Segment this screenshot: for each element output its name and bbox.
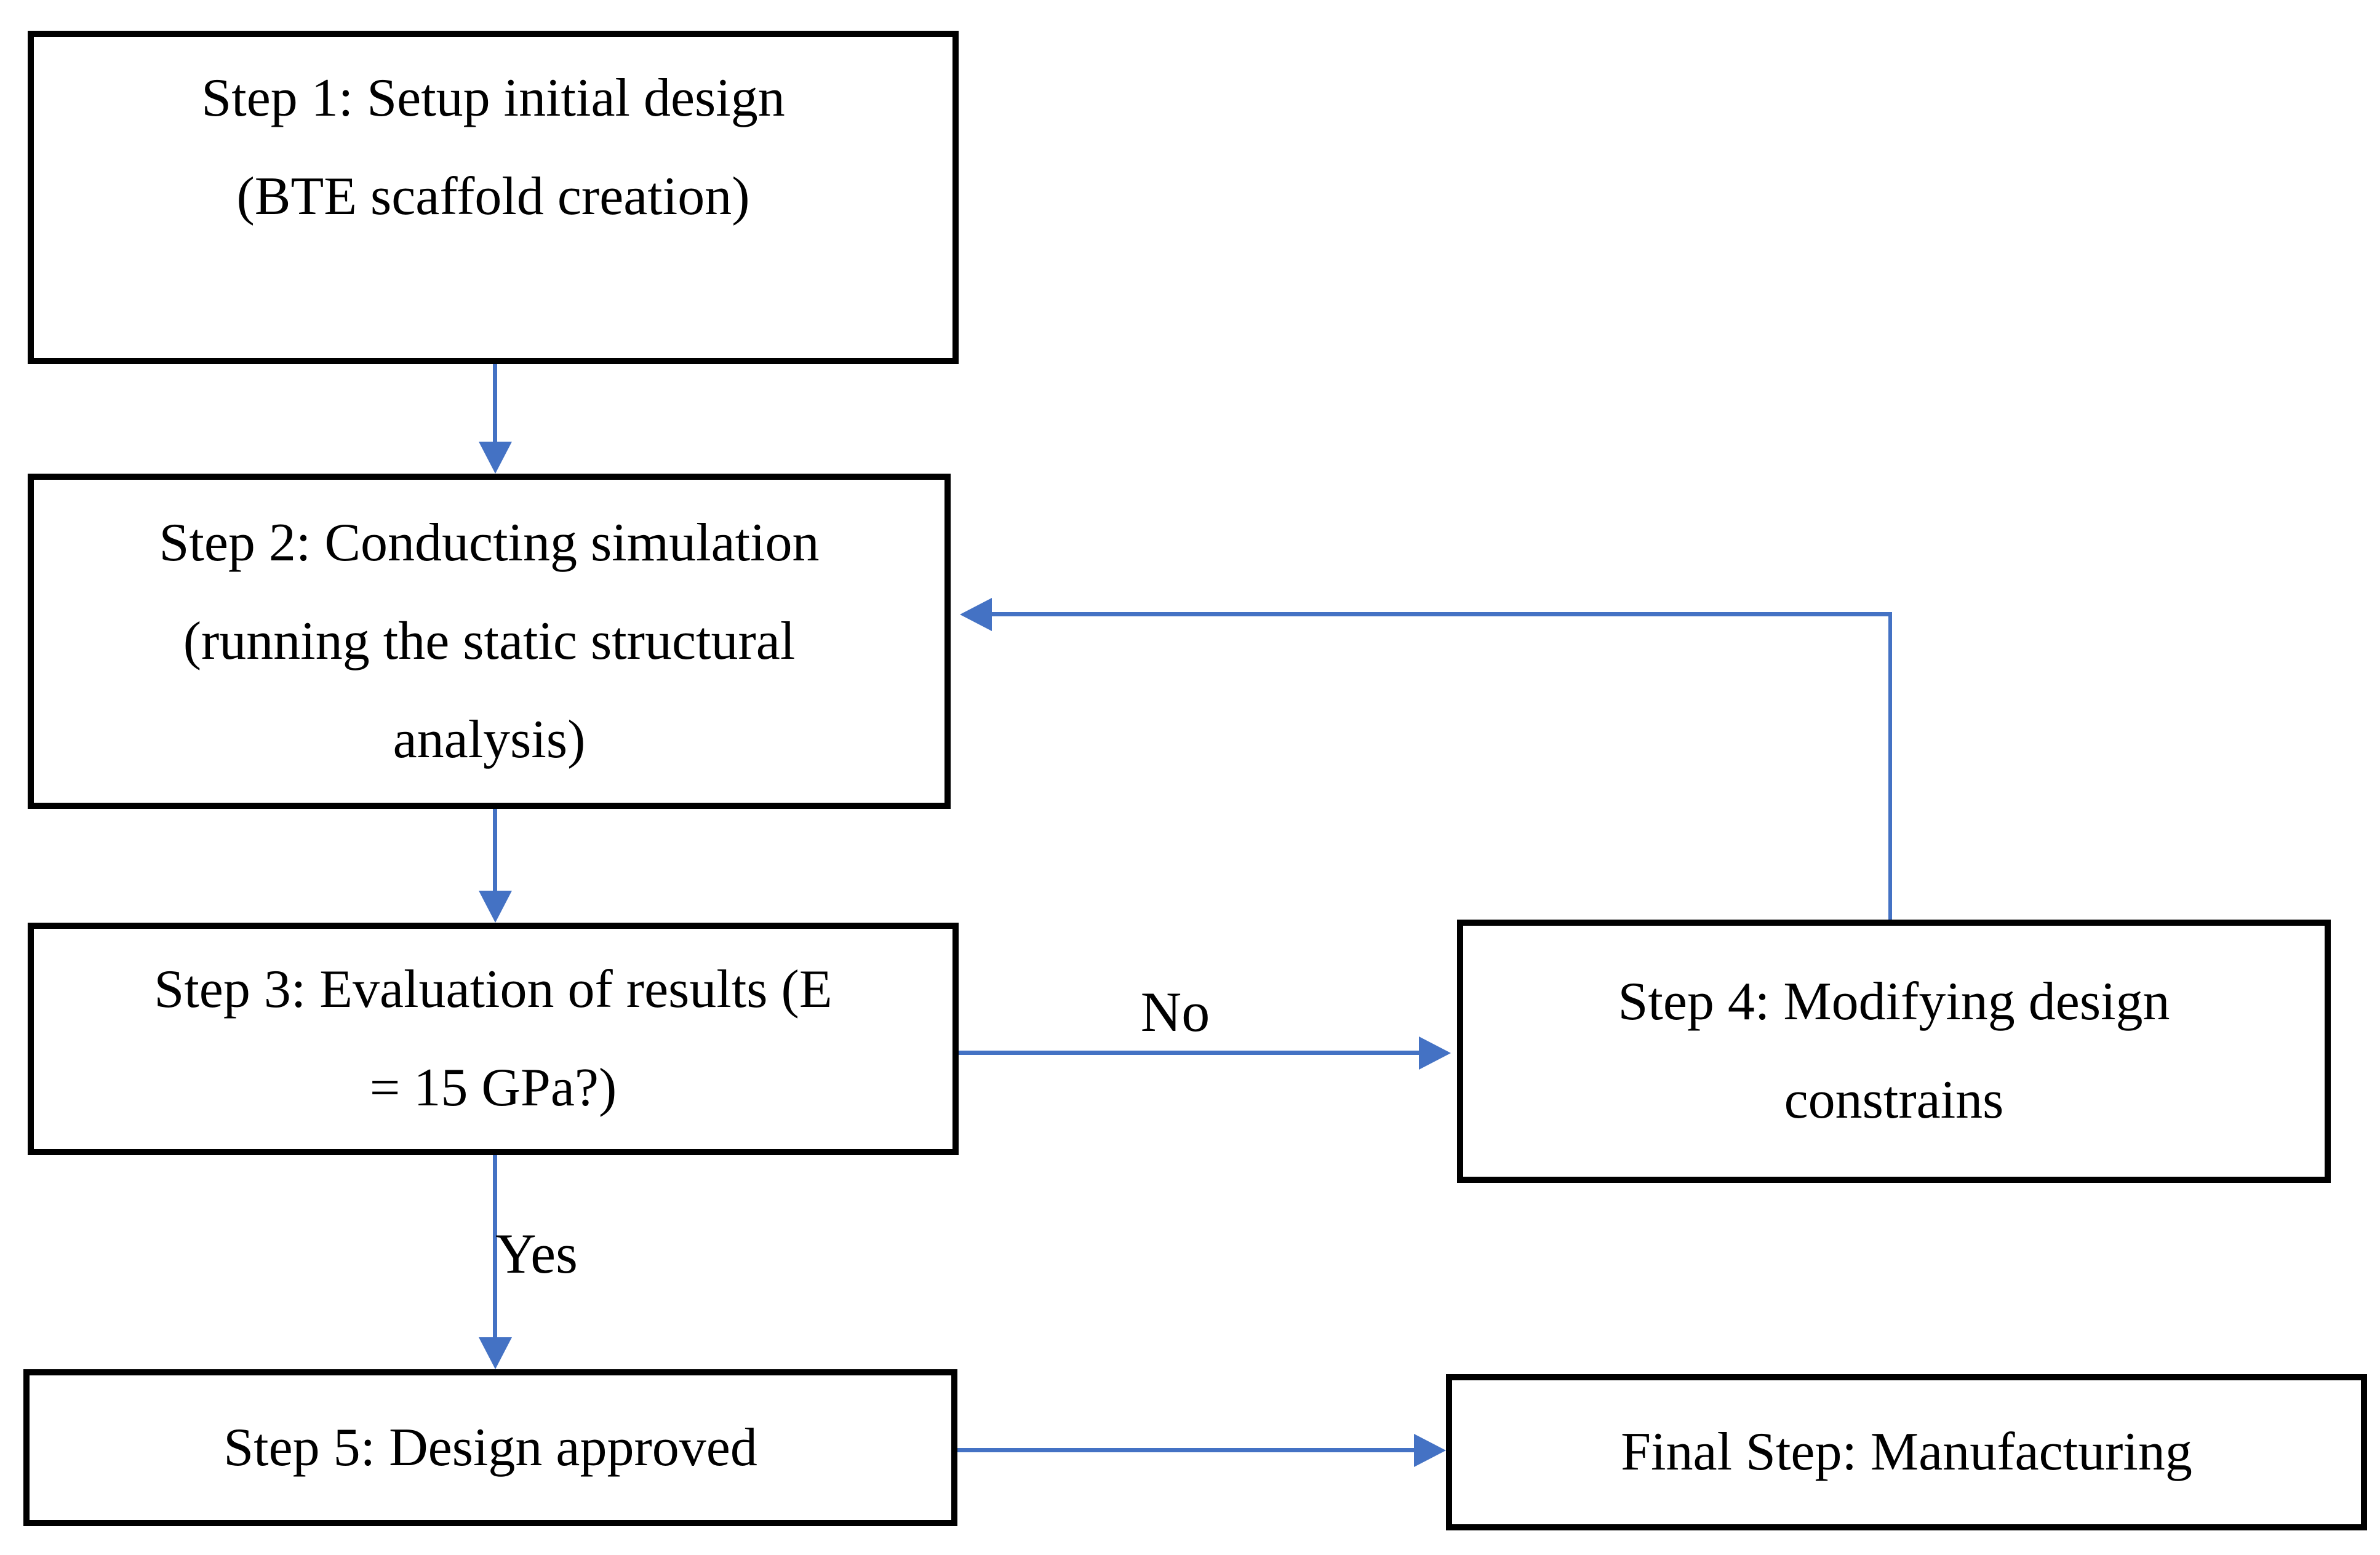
arrow-step2-to-step3-arrowhead-down-icon xyxy=(479,891,512,923)
node-step4-modifying-design-constrains: Step 4: Modifying design constrains xyxy=(1457,920,2331,1183)
arrow-step2-to-step3-line xyxy=(493,809,497,891)
node-step3-line2: = 15 GPa?) xyxy=(369,1058,617,1118)
node-final-step-manufacturing: Final Step: Manufacturing xyxy=(1446,1374,2367,1530)
arrow-step1-to-step2-arrowhead-down-icon xyxy=(479,442,512,474)
arrow-step3-to-step5-arrowhead-down-icon xyxy=(479,1337,512,1369)
node-step3-line1: Step 3: Evaluation of results (E xyxy=(154,960,833,1019)
node-step1-line2: (BTE scaffold creation) xyxy=(236,167,750,226)
node-step2-line1: Step 2: Conducting simulation xyxy=(159,512,820,573)
edge-label-no: No xyxy=(1140,980,1210,1043)
arrow-step4-to-step2-horizontal-line xyxy=(991,612,1890,616)
arrow-step3-to-step4-arrowhead-right-icon xyxy=(1419,1036,1451,1070)
node-step2-line3: analysis) xyxy=(393,709,586,770)
node-step1-line1: Step 1: Setup initial design xyxy=(201,68,785,128)
node-step4-line1: Step 4: Modifying design xyxy=(1618,972,2170,1032)
edge-label-yes: Yes xyxy=(495,1222,578,1285)
arrow-step5-to-final-arrowhead-right-icon xyxy=(1414,1434,1446,1467)
node-step5-design-approved: Step 5: Design approved xyxy=(23,1369,957,1526)
arrow-step3-to-step4-line xyxy=(959,1051,1420,1055)
node-step2-line2: (running the static structural xyxy=(183,611,796,671)
node-final-line1: Final Step: Manufacturing xyxy=(1621,1422,2192,1482)
node-step3-evaluation-of-results: Step 3: Evaluation of results (E = 15 GP… xyxy=(28,923,959,1155)
arrow-step4-to-step2-vertical-line xyxy=(1888,612,1892,920)
node-step1-setup-initial-design: Step 1: Setup initial design (BTE scaffo… xyxy=(28,31,959,364)
arrow-step5-to-final-line xyxy=(957,1448,1415,1452)
node-step2-conducting-simulation: Step 2: Conducting simulation (running t… xyxy=(28,474,951,809)
arrow-step1-to-step2-line xyxy=(493,364,497,443)
node-step4-line2: constrains xyxy=(1784,1070,2004,1130)
arrow-step3-to-step5-line xyxy=(493,1155,497,1337)
arrow-step4-to-step2-arrowhead-left-icon xyxy=(960,598,992,631)
node-step5-line1: Step 5: Design approved xyxy=(223,1417,757,1477)
